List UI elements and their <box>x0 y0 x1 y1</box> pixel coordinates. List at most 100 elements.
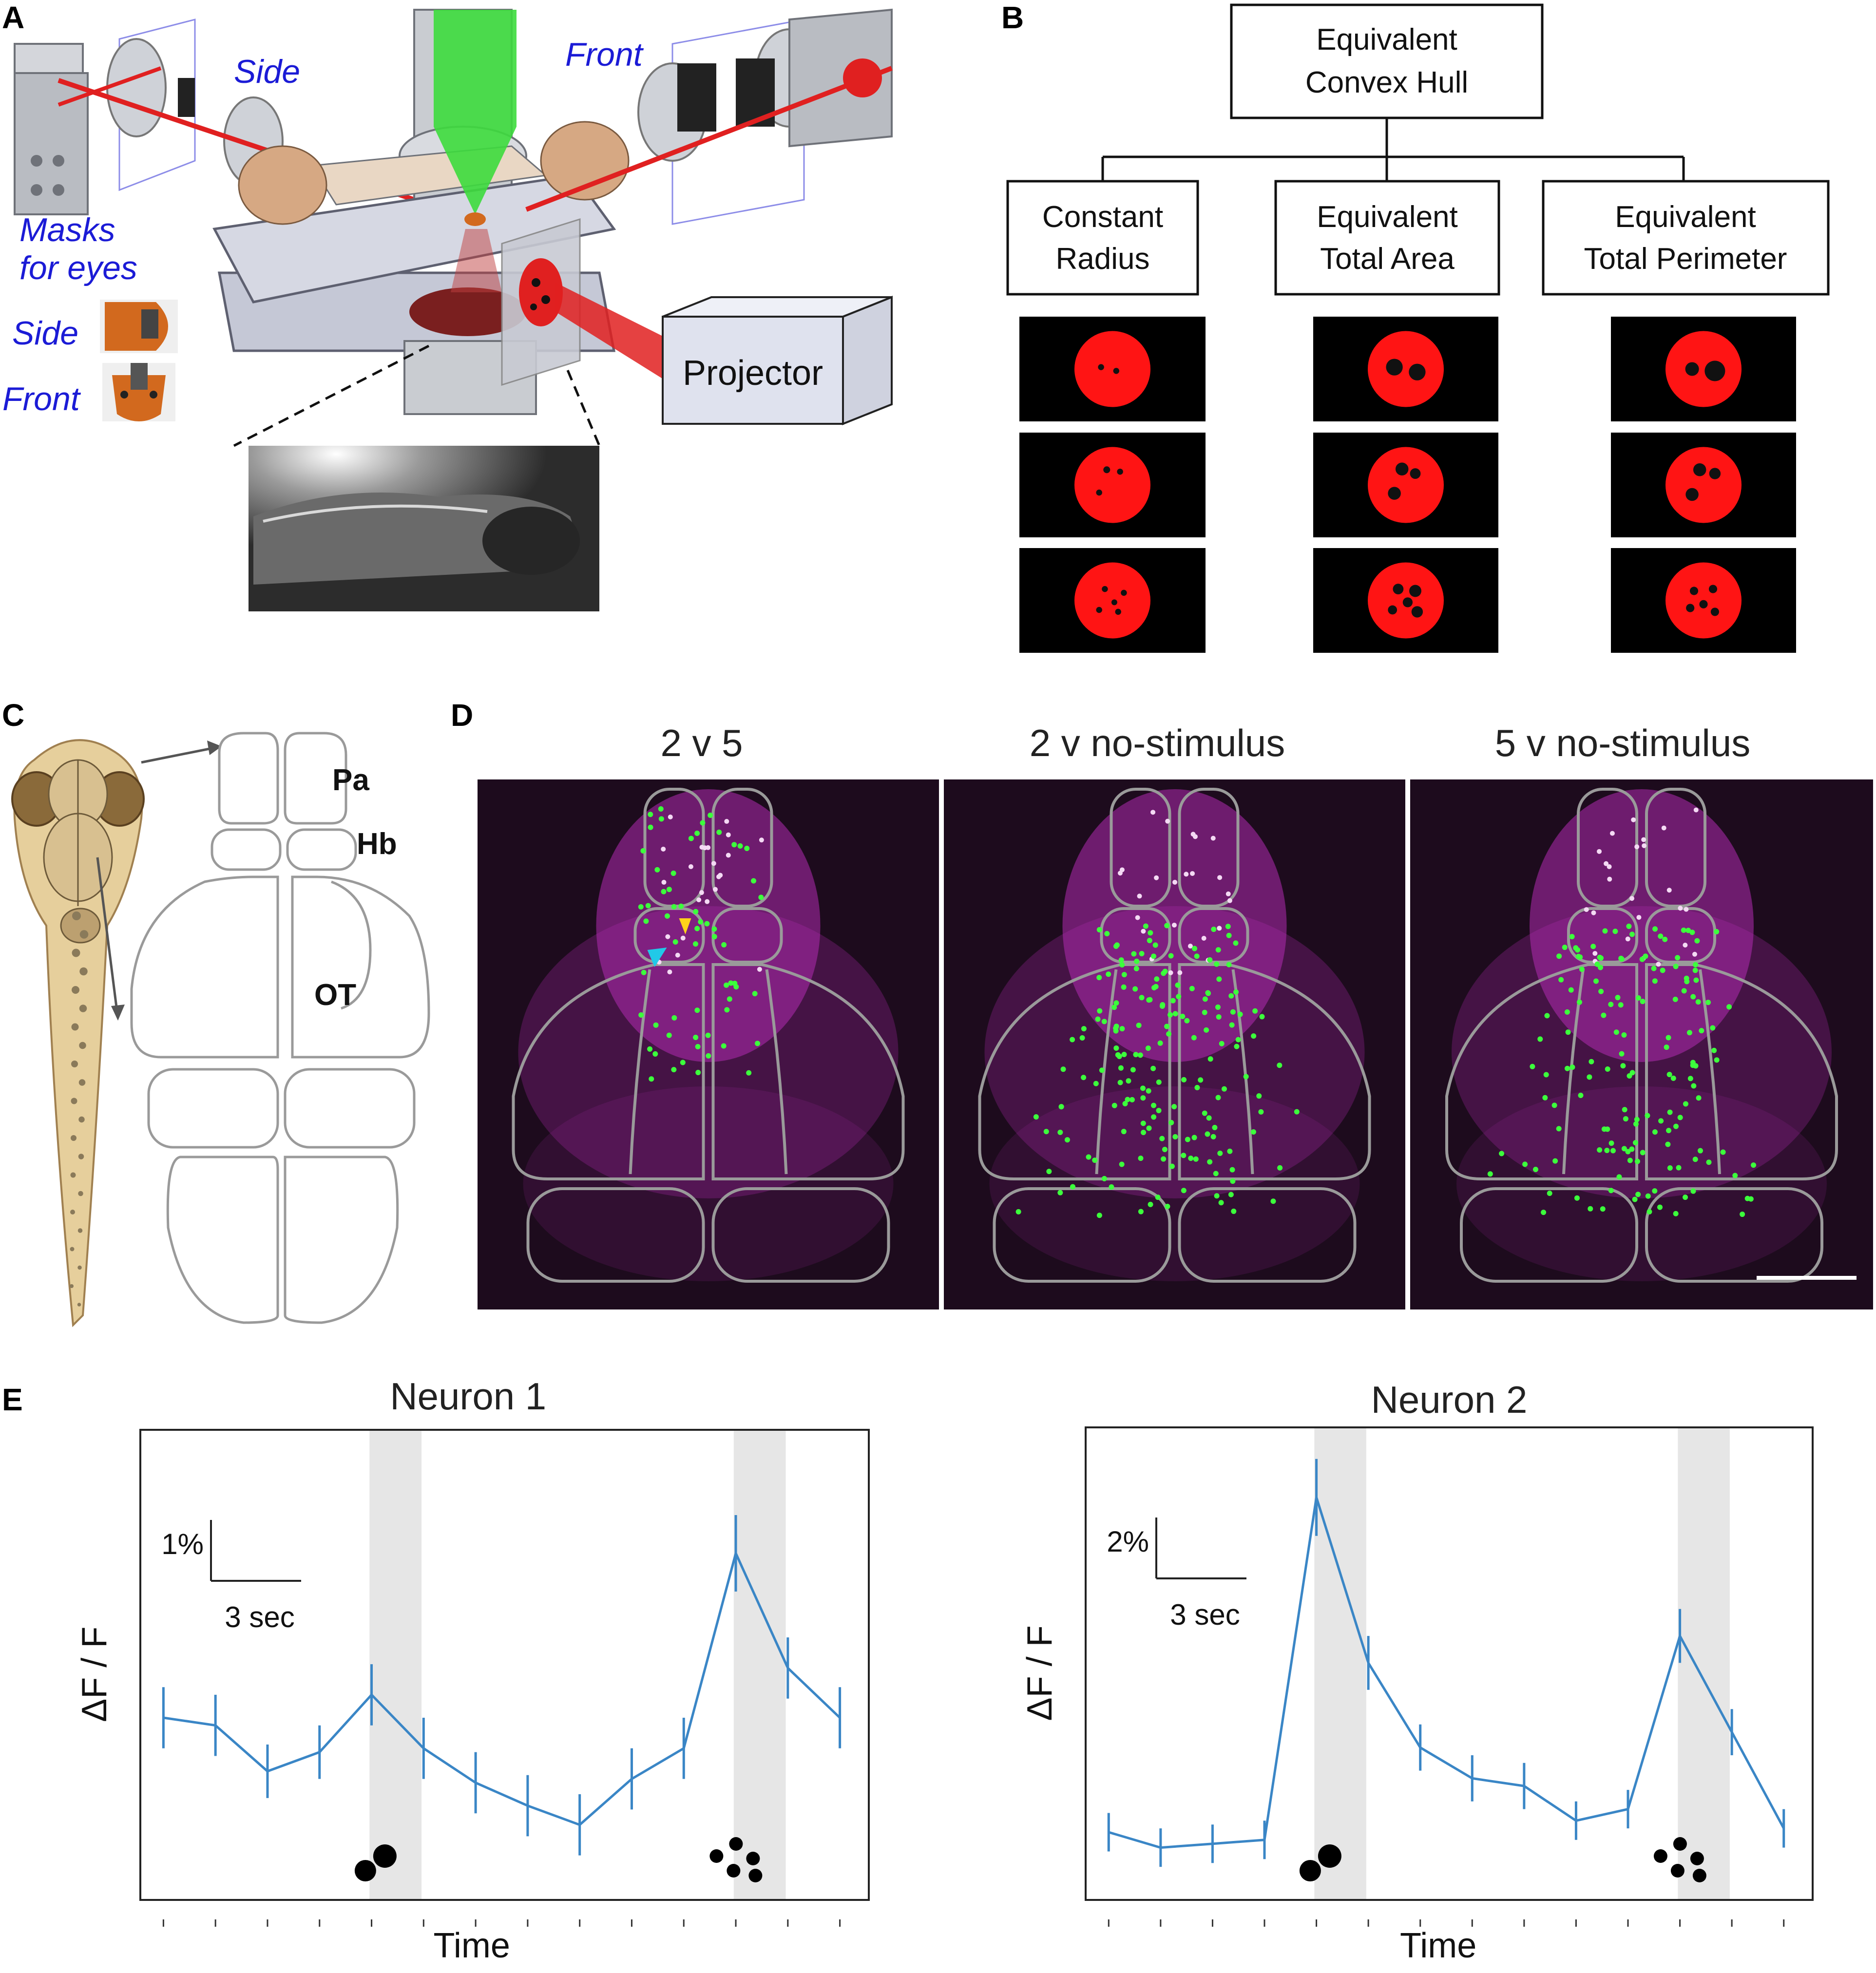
selected-neuron <box>1635 1192 1641 1197</box>
selected-neuron <box>1151 1102 1157 1108</box>
bright-cell <box>1678 906 1683 911</box>
panel-label-b: B <box>1001 0 1024 35</box>
bright-cell <box>1135 915 1140 920</box>
selected-neuron <box>1619 1051 1625 1057</box>
selected-neuron <box>1125 1097 1130 1102</box>
bright-cell <box>702 845 708 851</box>
outline-ot-inner-right <box>1699 969 1721 1175</box>
selected-neuron <box>1162 968 1168 974</box>
bright-cell <box>1177 970 1183 975</box>
stimulus-disc <box>1074 447 1150 523</box>
selected-neuron <box>737 843 743 849</box>
bright-cell <box>1141 929 1146 934</box>
selected-neuron <box>1070 1184 1076 1190</box>
selected-neuron <box>1146 997 1152 1003</box>
outline-caudal-right <box>711 1187 890 1283</box>
selected-neuron <box>1568 987 1574 993</box>
selected-neuron <box>1687 1076 1693 1081</box>
selected-neuron <box>1140 1085 1146 1091</box>
selected-neuron <box>1152 942 1158 948</box>
selected-neuron <box>1610 1148 1616 1154</box>
selected-neuron <box>1597 1147 1603 1153</box>
bright-cell <box>1117 871 1123 876</box>
selected-neuron <box>1130 1067 1136 1073</box>
selected-neuron <box>654 867 660 873</box>
selected-neuron <box>1652 1129 1658 1135</box>
selected-neuron <box>1685 928 1691 933</box>
selected-neuron <box>1207 1159 1213 1165</box>
selected-neuron <box>1114 942 1120 948</box>
selected-neuron <box>658 806 664 812</box>
selected-neuron <box>1119 962 1125 968</box>
selected-neuron <box>1622 1107 1627 1113</box>
stimulus-glyph-dot <box>1670 1864 1685 1878</box>
selected-neuron <box>1556 953 1562 959</box>
selected-neuron <box>721 1043 727 1049</box>
selected-neuron <box>1629 1070 1635 1076</box>
selected-neuron <box>727 996 732 1002</box>
selected-neuron <box>1121 984 1127 990</box>
selected-neuron <box>1667 1109 1673 1115</box>
selected-neuron <box>731 842 737 848</box>
y-axis-label: ΔF / F <box>75 1627 114 1722</box>
selected-neuron <box>1259 1014 1265 1020</box>
pigment-dot <box>72 986 79 994</box>
selected-neuron <box>758 894 764 900</box>
selected-neuron <box>1122 1101 1128 1107</box>
selected-neuron <box>1161 1156 1167 1162</box>
stimulus-glyph-dot <box>1690 1852 1704 1865</box>
bright-cell <box>665 934 670 939</box>
selected-neuron <box>1673 1123 1679 1129</box>
selected-neuron <box>1230 1178 1236 1184</box>
pigment-dot <box>79 1005 87 1012</box>
selected-neuron <box>1696 1095 1702 1101</box>
selected-neuron <box>1233 989 1239 995</box>
stimulus-dot <box>1708 585 1718 593</box>
bright-cell <box>1661 825 1666 831</box>
selected-neuron <box>671 1015 677 1021</box>
fish-camera-inset <box>249 446 599 611</box>
selected-neuron <box>1235 1037 1241 1043</box>
selected-neuron <box>1064 1137 1070 1143</box>
selected-neuron <box>1156 1108 1162 1114</box>
selected-neuron <box>1228 993 1234 999</box>
selected-neuron <box>1216 976 1222 982</box>
selected-neuron <box>1692 968 1698 973</box>
selected-neuron <box>1093 1081 1099 1086</box>
selected-neuron <box>1658 1118 1664 1124</box>
bright-cell <box>1597 849 1602 854</box>
selected-neuron <box>1138 1209 1144 1214</box>
selected-neuron <box>706 1053 711 1059</box>
selected-neuron <box>1205 990 1211 996</box>
selected-neuron <box>1155 1195 1161 1200</box>
stimulus-glyph-dot <box>748 1869 763 1882</box>
pigment-dot <box>78 1116 85 1123</box>
selected-neuron <box>658 816 664 822</box>
stimulus-dot <box>1386 359 1403 376</box>
bright-cell <box>759 837 764 843</box>
selected-neuron <box>1193 1156 1199 1162</box>
pigment-dot <box>72 911 81 920</box>
selected-neuron <box>672 939 678 945</box>
selected-neuron <box>693 1035 699 1041</box>
column-box-2 <box>1274 180 1500 296</box>
pigment-dot <box>78 1079 86 1086</box>
selected-neuron <box>692 941 698 947</box>
selected-neuron <box>1189 986 1195 991</box>
selected-neuron <box>694 1007 700 1013</box>
selected-neuron <box>1171 1104 1177 1110</box>
bright-cell <box>705 899 710 904</box>
outline-pa-right <box>711 788 773 908</box>
tissue-glow <box>1456 1086 1827 1281</box>
stimulus-dot <box>1098 364 1104 370</box>
selected-neuron <box>724 1007 730 1013</box>
pigment-dot <box>71 1135 77 1141</box>
bright-cell <box>711 861 716 866</box>
stimulus-dot <box>1388 487 1401 500</box>
selected-neuron <box>1228 1192 1234 1197</box>
selected-neuron <box>1613 1029 1619 1035</box>
outline-caudal-left <box>526 1187 705 1283</box>
selected-neuron <box>1104 931 1110 937</box>
bright-cell <box>1172 879 1178 885</box>
side-mask-plane <box>118 19 196 191</box>
